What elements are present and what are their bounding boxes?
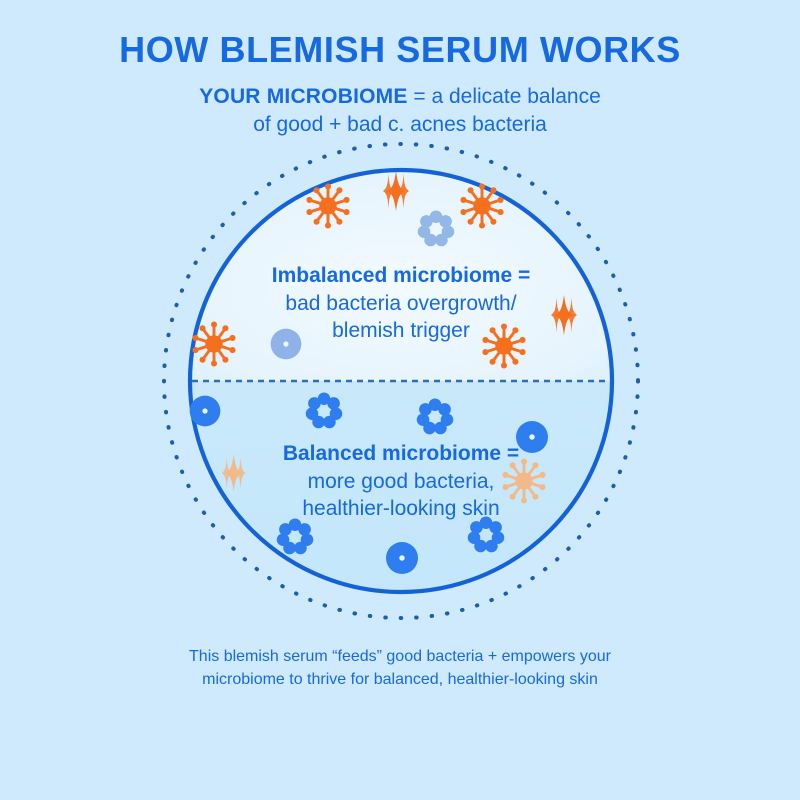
footer-line1: This blemish serum “feeds” good bacteria… <box>189 648 611 665</box>
dotted-ring <box>162 142 640 620</box>
microbiome-diagram <box>150 130 652 632</box>
dot-cell-icon <box>189 395 221 427</box>
subtitle-emphasis: YOUR MICROBIOME <box>199 84 408 108</box>
page-title: HOW BLEMISH SERUM WORKS <box>119 29 681 70</box>
header: HOW BLEMISH SERUM WORKS YOUR MICROBIOME … <box>0 0 800 139</box>
dot-cell-icon <box>516 421 548 453</box>
lower-half-fill <box>190 381 612 592</box>
subtitle: YOUR MICROBIOME = a delicate balance of … <box>0 70 800 140</box>
footer-caption: This blemish serum “feeds” good bacteria… <box>100 645 700 691</box>
circle-outline <box>187 167 615 595</box>
subtitle-rest: = a delicate balance <box>407 84 601 108</box>
dot-cell-icon <box>386 542 418 574</box>
subtitle-line2: of good + bad c. acnes bacteria <box>253 112 547 136</box>
dot-cell-icon <box>270 328 302 360</box>
upper-half-fill <box>190 170 612 381</box>
footer-line2: microbiome to thrive for balanced, healt… <box>202 671 598 689</box>
